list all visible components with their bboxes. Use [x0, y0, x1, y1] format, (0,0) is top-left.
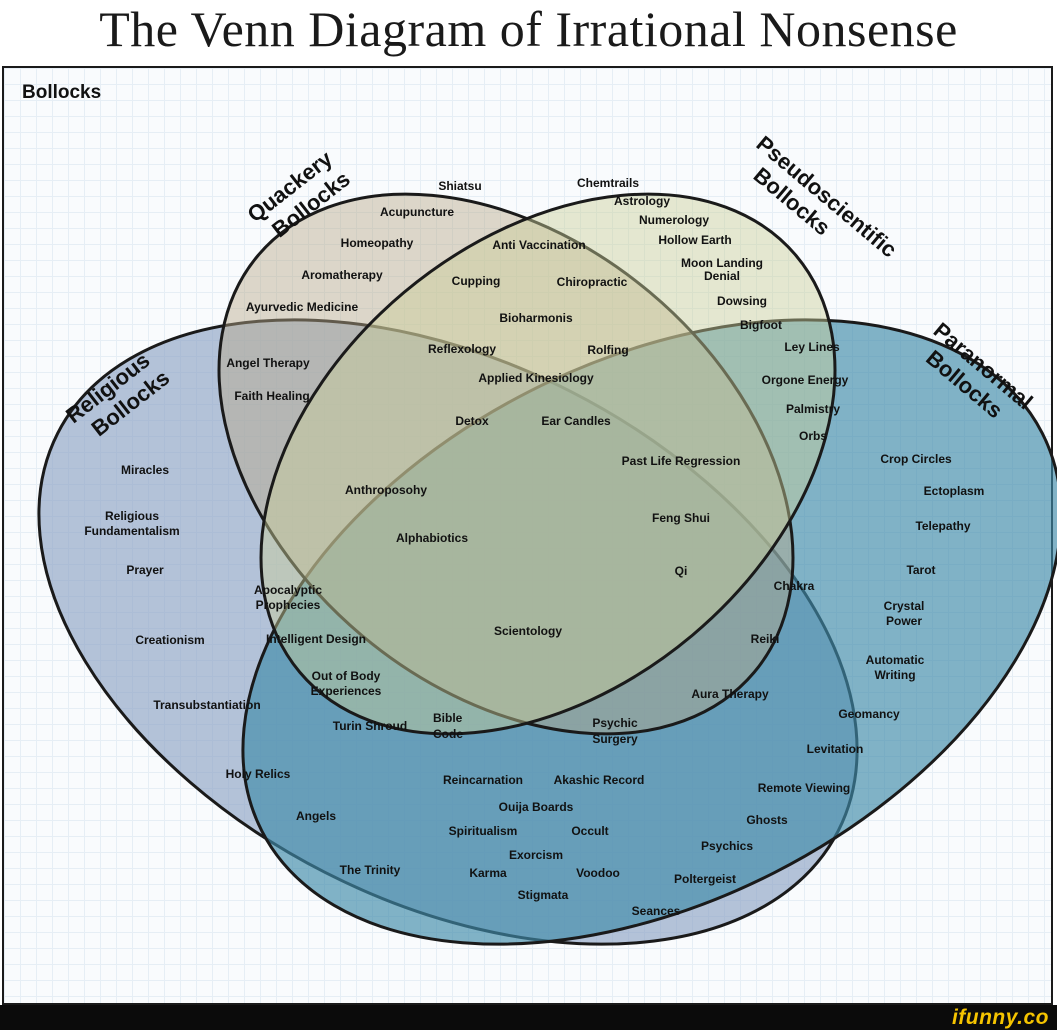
- item-voodoo: Voodoo: [576, 866, 620, 880]
- item-anti-vaccination: Anti Vaccination: [492, 238, 585, 252]
- item-ear-candles: Ear Candles: [541, 414, 611, 428]
- item-dowsing: Dowsing: [717, 294, 767, 308]
- item-applied-kinesiology: Applied Kinesiology: [478, 371, 594, 385]
- item-anthroposohy: Anthroposohy: [345, 483, 427, 497]
- item-angel-therapy: Angel Therapy: [226, 356, 310, 370]
- item-ayurvedic-medicine: Ayurvedic Medicine: [246, 300, 359, 314]
- item-faith-healing: Faith Healing: [234, 389, 309, 403]
- page-title: The Venn Diagram of Irrational Nonsense: [99, 1, 958, 57]
- item-miracles: Miracles: [121, 463, 169, 477]
- item-stigmata: Stigmata: [518, 888, 569, 902]
- item-palmistry: Palmistry: [786, 402, 840, 416]
- item-ectoplasm: Ectoplasm: [924, 484, 985, 498]
- paranormal-set-ellipse: [241, 318, 1057, 946]
- item-ouija-boards: Ouija Boards: [499, 800, 574, 814]
- item-prayer: Prayer: [126, 563, 164, 577]
- item-the-trinity: The Trinity: [340, 863, 401, 877]
- item-tarot: Tarot: [906, 563, 935, 577]
- item-aura-therapy: Aura Therapy: [691, 687, 769, 701]
- item-shiatsu: Shiatsu: [438, 179, 481, 193]
- item-holy-relics: Holy Relics: [226, 767, 291, 781]
- item-creationism: Creationism: [135, 633, 204, 647]
- item-seances: Seances: [632, 904, 681, 918]
- item-bioharmonis: Bioharmonis: [499, 311, 573, 325]
- item-rolfing: Rolfing: [587, 343, 628, 357]
- item-qi: Qi: [675, 564, 688, 578]
- item-occult: Occult: [571, 824, 608, 838]
- pseudoscientific-set-ellipse: [259, 192, 837, 736]
- item-geomancy: Geomancy: [838, 707, 900, 721]
- item-telepathy: Telepathy: [915, 519, 970, 533]
- item-ghosts: Ghosts: [746, 813, 788, 827]
- item-reflexology: Reflexology: [428, 342, 496, 356]
- item-bigfoot: Bigfoot: [740, 318, 782, 332]
- item-orbs: Orbs: [799, 429, 827, 443]
- item-crop-circles: Crop Circles: [880, 452, 952, 466]
- item-acupuncture: Acupuncture: [380, 205, 454, 219]
- frame-label: Bollocks: [22, 82, 102, 103]
- item-feng-shui: Feng Shui: [652, 511, 710, 525]
- item-intelligent-design: Intelligent Design: [266, 632, 366, 646]
- venn-diagram: Quackery Bollocks Pseudoscientific Bollo…: [37, 131, 1057, 946]
- item-chakra: Chakra: [774, 579, 815, 593]
- ifunny-logo[interactable]: ifunny.co: [951, 1006, 1049, 1029]
- item-reincarnation: Reincarnation: [443, 773, 523, 787]
- item-aromatherapy: Aromatherapy: [301, 268, 383, 282]
- item-karma: Karma: [469, 866, 507, 880]
- item-alphabiotics: Alphabiotics: [396, 531, 468, 545]
- item-detox: Detox: [455, 414, 489, 428]
- item-numerology: Numerology: [639, 213, 709, 227]
- item-homeopathy: Homeopathy: [341, 236, 414, 250]
- item-cupping: Cupping: [452, 274, 501, 288]
- quackery-set-ellipse: [217, 192, 795, 736]
- item-chemtrails: Chemtrails: [577, 176, 639, 190]
- item-spiritualism: Spiritualism: [449, 824, 518, 838]
- item-psychics: Psychics: [701, 839, 753, 853]
- item-levitation: Levitation: [807, 742, 864, 756]
- item-turin-shroud: Turin Shroud: [333, 719, 407, 733]
- item-reiki: Reiki: [751, 632, 780, 646]
- item-exorcism: Exorcism: [509, 848, 563, 862]
- item-chiropractic: Chiropractic: [557, 275, 628, 289]
- item-ley-lines: Ley Lines: [784, 340, 840, 354]
- item-past-life-regression: Past Life Regression: [622, 454, 741, 468]
- item-remote-viewing: Remote Viewing: [758, 781, 850, 795]
- item-hollow-earth: Hollow Earth: [658, 233, 731, 247]
- item-angels: Angels: [296, 809, 336, 823]
- item-orgone-energy: Orgone Energy: [762, 373, 849, 387]
- item-astrology: Astrology: [614, 194, 670, 208]
- footer-bar: ifunny.co: [0, 1005, 1057, 1030]
- item-poltergeist: Poltergeist: [674, 872, 736, 886]
- item-scientology: Scientology: [494, 624, 562, 638]
- item-akashic-record: Akashic Record: [554, 773, 645, 787]
- item-transubstantiation: Transubstantiation: [153, 698, 260, 712]
